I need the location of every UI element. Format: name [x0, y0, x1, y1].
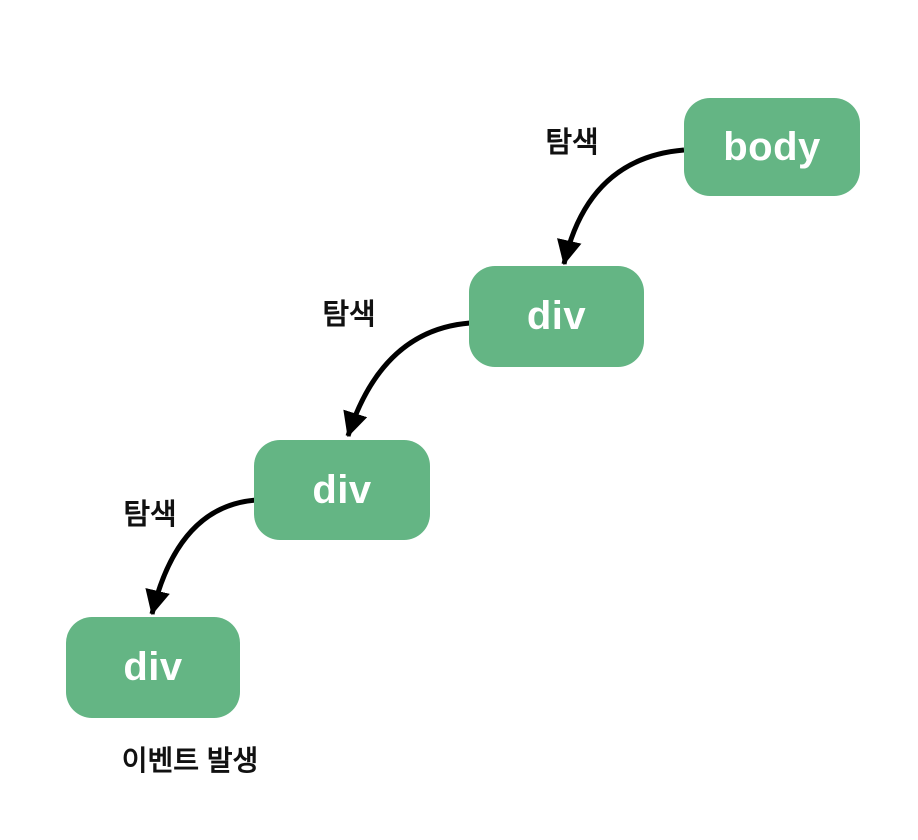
- node-body: body: [684, 98, 860, 196]
- node-div-3-label: div: [123, 645, 183, 689]
- edge-arrow-div1-to-div2: [343, 320, 471, 438]
- caption-event-origin: 이벤트 발생: [121, 745, 259, 776]
- node-body-label: body: [723, 124, 821, 169]
- edge-label-2: 탐색: [322, 299, 376, 331]
- node-div-1-label: div: [526, 294, 587, 338]
- node-div-3: div: [66, 617, 240, 718]
- node-div-2-label: div: [312, 467, 372, 512]
- node-div-2: div: [254, 440, 430, 540]
- edge-label-1: 탐색: [545, 127, 599, 159]
- edge-arrow-body-to-div1: [557, 147, 685, 266]
- node-div-1: div: [469, 266, 644, 367]
- edge-label-3: 탐색: [123, 499, 177, 531]
